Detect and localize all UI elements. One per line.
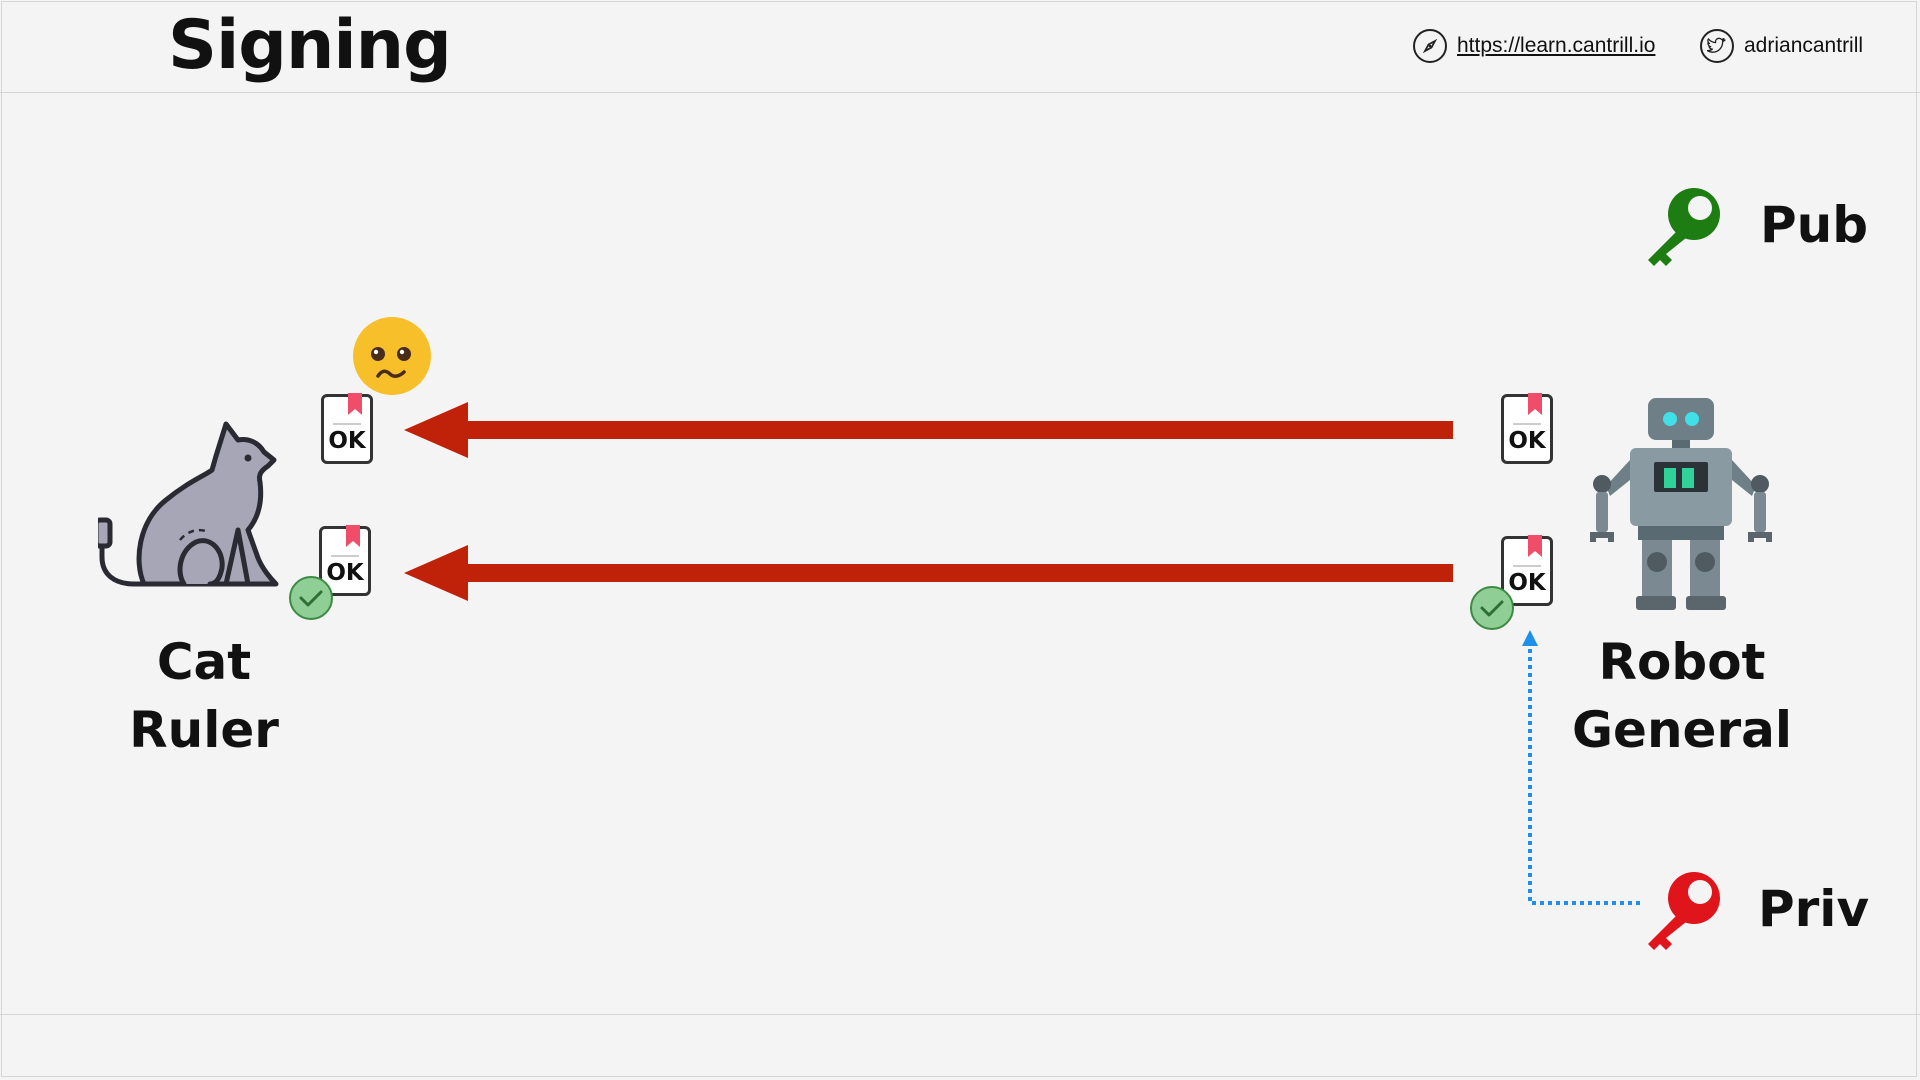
signature-check-icon [289,576,333,620]
worried-face-icon [353,317,431,395]
doc-ok-text: OK [1508,570,1546,596]
doc-ok-text: OK [1508,428,1546,454]
private-key-icon [1648,872,1720,950]
signature-link-dotted [1522,630,1640,905]
arrow-top [404,402,1453,458]
doc-ok-text: OK [326,560,364,586]
document-received-unverified: OK [321,393,373,464]
robot-label-line2: General [1572,701,1792,759]
cat-icon [98,421,279,587]
bookmark-icon [348,393,362,415]
robot-general-label: Robot General [1562,628,1802,764]
document-sent-signed: OK [1501,535,1553,606]
compass-icon [1413,29,1447,63]
cat-label-line1: Cat [156,633,252,691]
robot-label-line1: Robot [1598,633,1766,691]
header-social[interactable]: adriancantrill [1700,28,1863,64]
doc-line [331,555,359,557]
twitter-bird-icon [1700,29,1734,63]
signature-check-icon [1470,586,1514,630]
cat-label-line2: Ruler [129,701,279,759]
public-key-label: Pub [1760,196,1869,254]
doc-line [1513,565,1541,567]
doc-line [333,423,361,425]
header-divider [0,92,1920,93]
document-sent-plain: OK [1501,393,1553,464]
doc-ok-text: OK [328,428,366,454]
public-key-icon [1648,188,1720,266]
private-key-label: Priv [1758,880,1870,938]
header-social-text: adriancantrill [1744,34,1864,57]
bookmark-icon [346,525,360,547]
doc-line [1513,423,1541,425]
bookmark-icon [1528,393,1542,415]
arrow-bottom [404,545,1453,601]
cat-ruler-label: Cat Ruler [84,628,324,764]
page-title: Signing [168,6,452,85]
header-link-text[interactable]: https://learn.cantrill.io [1457,34,1656,57]
footer-divider [0,1014,1920,1015]
robot-icon [1590,398,1772,610]
header-link[interactable]: https://learn.cantrill.io [1413,28,1655,64]
bookmark-icon [1528,535,1542,557]
